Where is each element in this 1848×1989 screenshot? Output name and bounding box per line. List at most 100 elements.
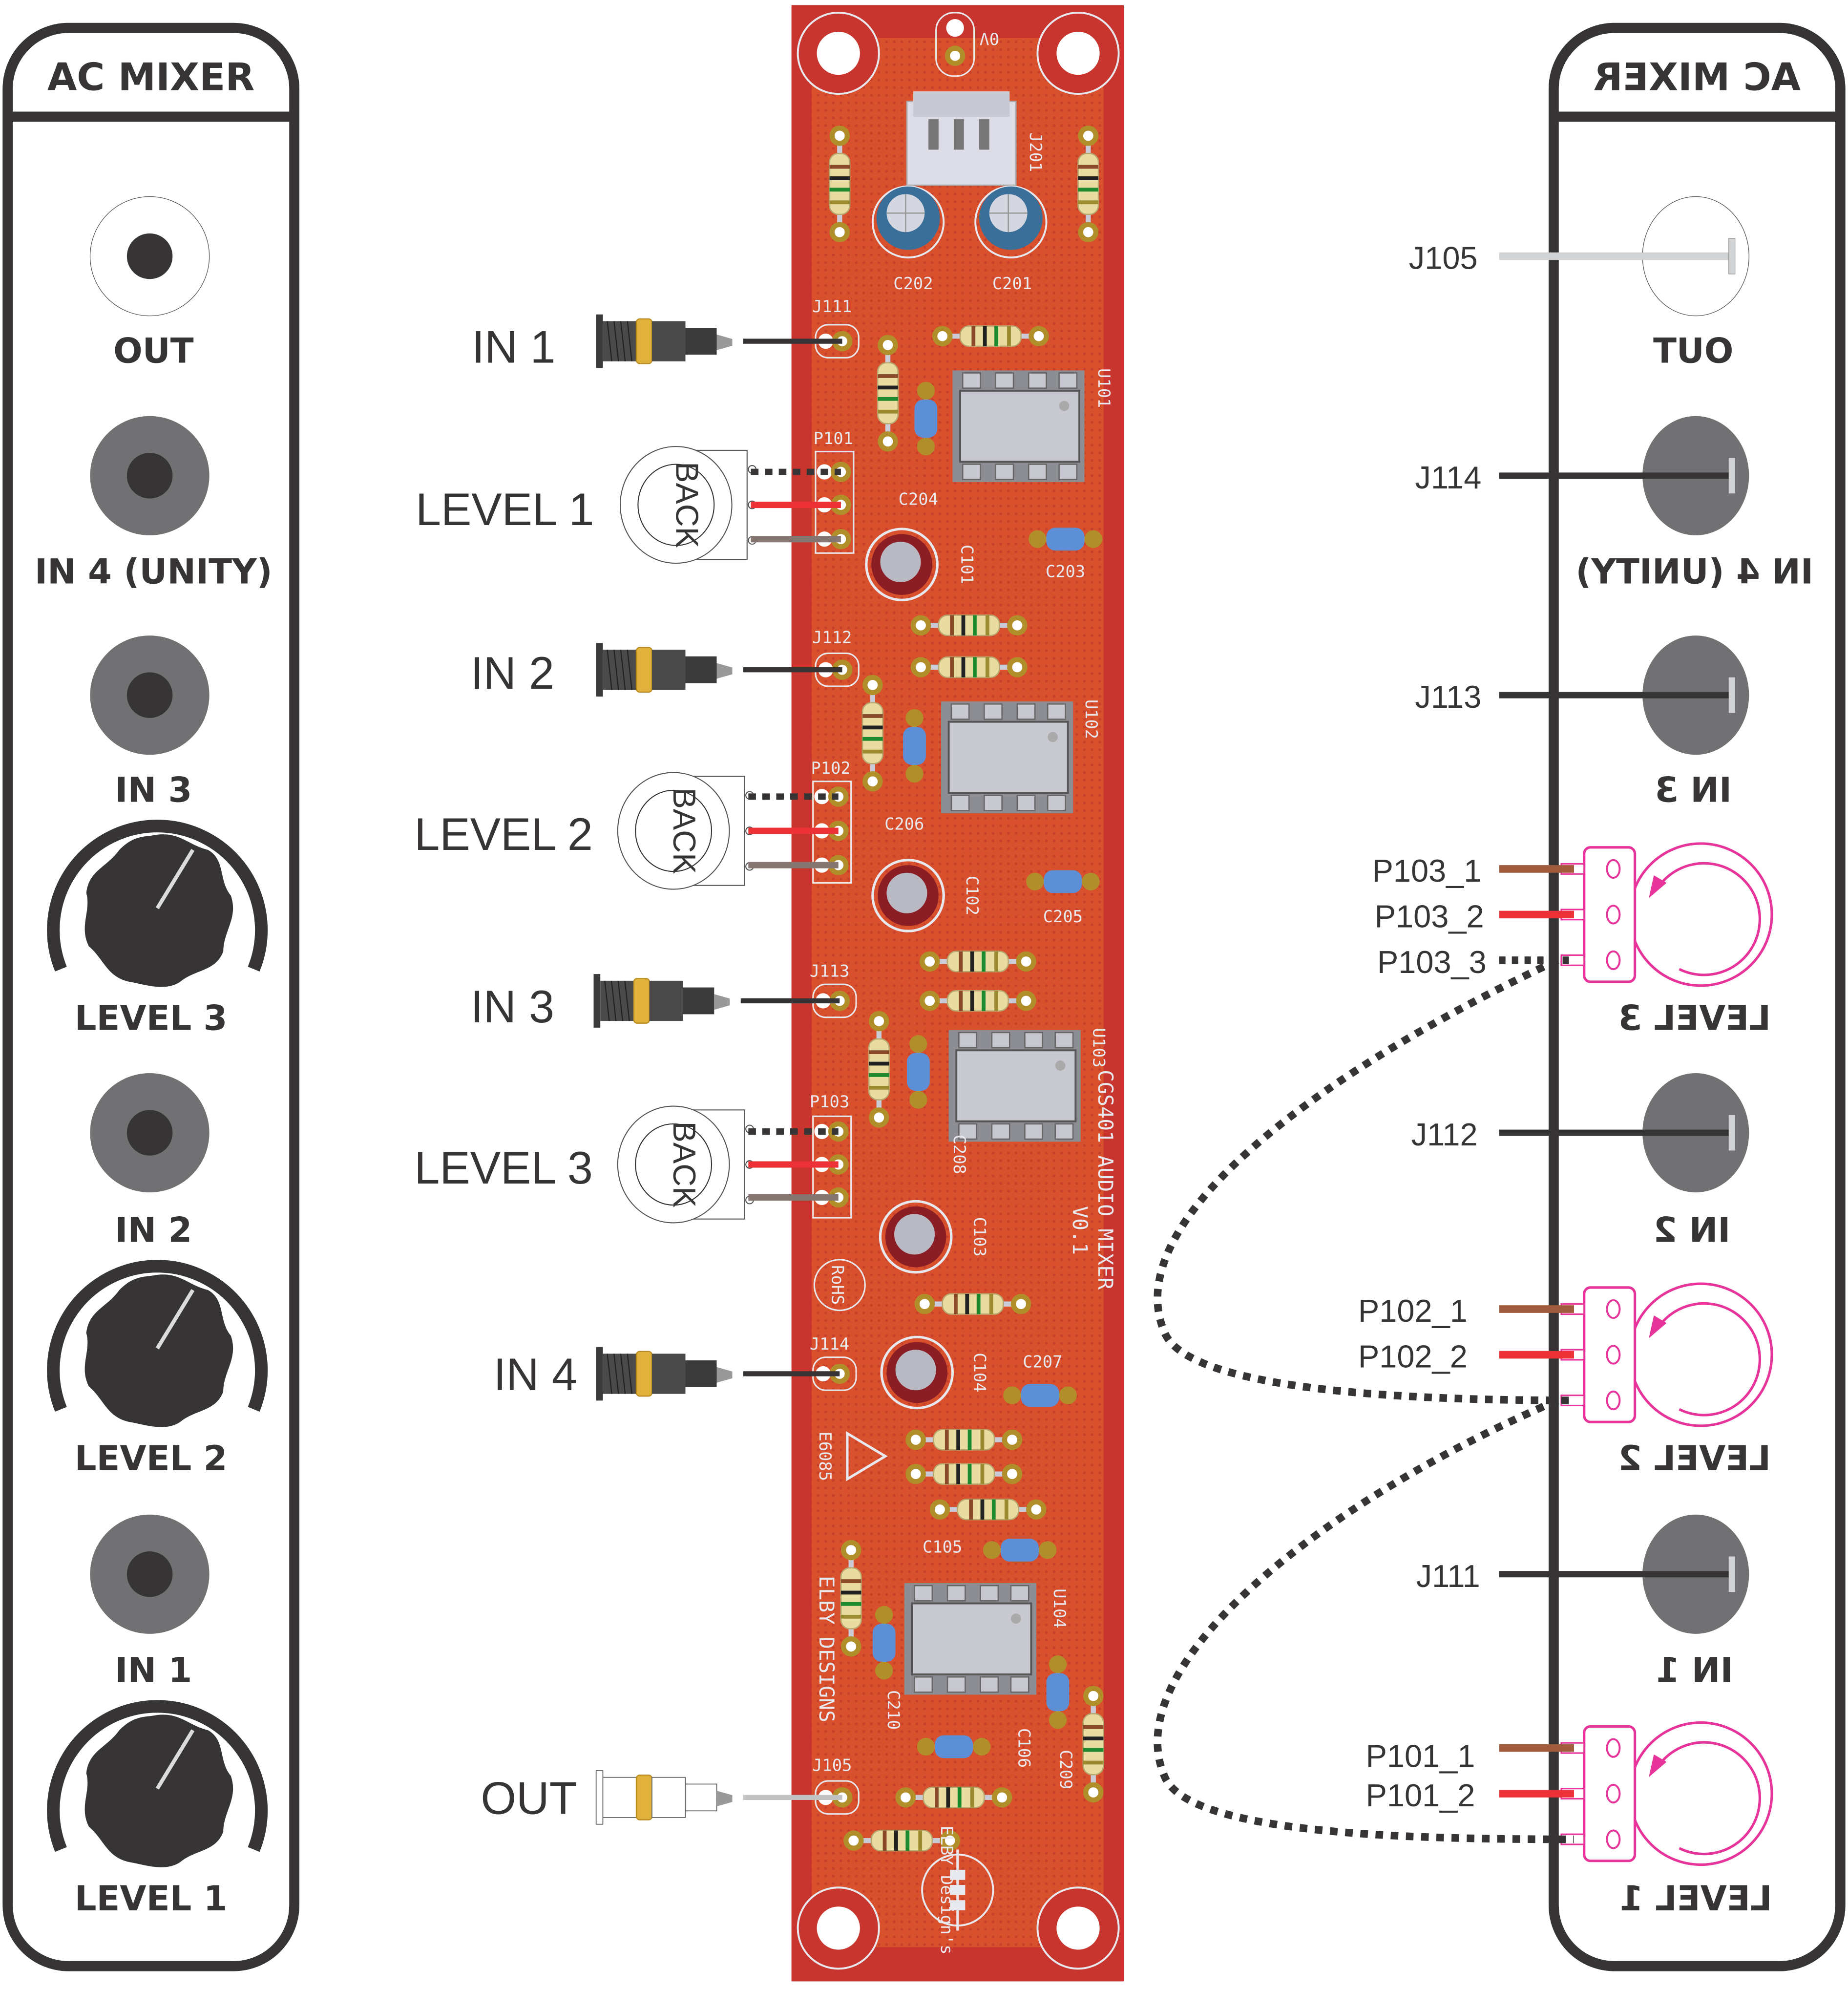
silk-c206: C206 — [884, 814, 924, 833]
pcb-in3-label: IN 3 — [471, 981, 554, 1032]
silk-c208: C208 — [950, 1135, 969, 1174]
rear-level1-pot[interactable] — [1560, 1721, 1773, 1866]
front-out-jack[interactable] — [89, 196, 210, 317]
mounting-hole-icon — [797, 12, 1120, 1970]
compliance-mark-icon — [846, 1431, 888, 1481]
front-in3-label: IN 3 — [115, 770, 192, 810]
level1-back-text: BACK — [669, 462, 705, 548]
rear-p102-2-label: P102_2 — [1358, 1338, 1468, 1374]
rear-p103-2-label: P103_2 — [1375, 898, 1484, 934]
front-in1-jack[interactable] — [90, 1514, 210, 1634]
rear-p101-2-label: P101_2 — [1366, 1777, 1475, 1813]
rear-level2-label: LEVEL 2 — [1618, 1439, 1771, 1479]
in2-jack-icon — [595, 642, 733, 698]
level3-back-text: BACK — [667, 1121, 702, 1208]
silk-u103: U103 — [1090, 1028, 1109, 1067]
pcb-level2-label: LEVEL 2 — [414, 808, 592, 860]
rear-j112-label: J112 — [1411, 1117, 1478, 1152]
capacitor-c202 — [871, 185, 945, 259]
front-level2-label: LEVEL 2 — [75, 1439, 228, 1479]
front-level1-label: LEVEL 1 — [75, 1879, 228, 1919]
rear-in3-label: IN 3 — [1655, 770, 1732, 810]
rear-level2-pot[interactable] — [1560, 1282, 1773, 1427]
rear-p102-1-label: P102_1 — [1358, 1293, 1468, 1329]
pcb-in1-label: IN 1 — [472, 321, 555, 373]
pcb-level1-label: LEVEL 1 — [416, 484, 594, 535]
ground-wire-p103-p102 — [1154, 956, 1574, 1404]
rohs-icon: RoHS — [813, 1259, 866, 1312]
rear-panel: AC MIXER J105 OUT J114 IN 4 (UNITY) J113… — [1154, 22, 1846, 1971]
rear-panel-title: AC MIXER — [1594, 55, 1801, 99]
silk-j112: J112 — [812, 628, 852, 647]
silk-maker: ELBY DESIGNS — [815, 1576, 839, 1722]
pcb-in4-label: IN 4 — [493, 1349, 577, 1400]
silk-c103: C103 — [970, 1217, 989, 1256]
in3-jack-icon — [593, 973, 731, 1028]
silk-board-name: CGS401 AUDIO MIXER — [1093, 1070, 1117, 1290]
rear-in2-label: IN 2 — [1653, 1210, 1730, 1250]
silk-c204: C204 — [899, 490, 938, 509]
power-header-j201 — [906, 91, 1017, 186]
silk-c202: C202 — [893, 274, 933, 293]
rear-in1-label: IN 1 — [1656, 1650, 1733, 1691]
silk-c105: C105 — [923, 1538, 962, 1557]
silk-p101: P101 — [814, 429, 853, 448]
silk-c207: C207 — [1023, 1353, 1062, 1372]
silk-u102: U102 — [1082, 699, 1101, 739]
front-in3-jack[interactable] — [90, 635, 210, 755]
pcb-in2-label: IN 2 — [471, 647, 554, 698]
rear-level3-label: LEVEL 3 — [1618, 998, 1771, 1038]
silk-c209: C209 — [1056, 1750, 1075, 1789]
silk-c201: C201 — [992, 274, 1032, 293]
front-in4-label: IN 4 (UNITY) — [35, 552, 273, 592]
in1-jack-icon — [595, 314, 733, 369]
silk-u101: U101 — [1094, 368, 1113, 408]
silk-c101: C101 — [958, 545, 977, 584]
pcb-level3-label: LEVEL 3 — [414, 1142, 592, 1193]
rear-level1-label: LEVEL 1 — [1619, 1879, 1772, 1919]
rear-j114-label: J114 — [1415, 460, 1481, 495]
front-panel-title: AC MIXER — [47, 55, 254, 99]
front-panel: AC MIXER OUT IN 4 (UNITY) IN 3 LEVEL 3 I… — [2, 22, 300, 1971]
rear-j111-label: J111 — [1416, 1558, 1480, 1594]
elby-logo-icon: ELBY Design's — [921, 1825, 994, 1955]
silk-j114: J114 — [810, 1334, 849, 1354]
silk-p103: P103 — [810, 1092, 849, 1111]
silk-0v: 0V — [979, 29, 999, 48]
out-jack-icon — [595, 1770, 733, 1825]
silk-c106: C106 — [1014, 1728, 1033, 1768]
rear-p103-1-label: P103_1 — [1372, 853, 1482, 889]
svg-text:RoHS: RoHS — [828, 1265, 847, 1305]
front-in2-label: IN 2 — [115, 1210, 192, 1250]
svg-text:ELBY Design's: ELBY Design's — [937, 1825, 956, 1954]
rear-in4-label: IN 4 (UNITY) — [1575, 552, 1813, 592]
silk-version: V0.1 — [1068, 1206, 1092, 1255]
pcb-board: 0V J201 C202 C201 J111 — [791, 5, 1124, 1982]
front-in4-jack[interactable] — [90, 416, 210, 535]
front-in2-jack[interactable] — [90, 1073, 210, 1193]
silk-c205: C205 — [1043, 907, 1083, 926]
front-out-label: OUT — [113, 331, 194, 371]
rear-j105-label: J105 — [1409, 240, 1478, 276]
silk-c104: C104 — [970, 1353, 989, 1392]
silk-code: E6085 — [816, 1431, 835, 1481]
silk-p102: P102 — [811, 759, 850, 778]
rear-p103-3-label: P103_3 — [1377, 944, 1487, 980]
silk-j111: J111 — [812, 297, 852, 316]
silk-j201: J201 — [1026, 132, 1045, 172]
front-level3-label: LEVEL 3 — [75, 998, 228, 1038]
level2-back-text: BACK — [667, 788, 702, 874]
silk-j105: J105 — [812, 1756, 852, 1775]
silk-u104: U104 — [1050, 1588, 1069, 1628]
ground-wire-p102-p101 — [1154, 1397, 1574, 1843]
silk-j113: J113 — [810, 962, 849, 981]
in4-jack-icon — [595, 1346, 733, 1401]
silk-c210: C210 — [884, 1690, 903, 1730]
front-in1-label: IN 1 — [115, 1650, 192, 1691]
pcb-out-label: OUT — [481, 1773, 577, 1824]
pcb-side-components: IN 1 LEVEL 1 BACK IN 2 LEVEL 2 BACK IN 3… — [414, 314, 842, 1825]
silk-c102: C102 — [963, 876, 982, 915]
silk-c203: C203 — [1046, 562, 1085, 581]
rear-j113-label: J113 — [1415, 679, 1481, 715]
